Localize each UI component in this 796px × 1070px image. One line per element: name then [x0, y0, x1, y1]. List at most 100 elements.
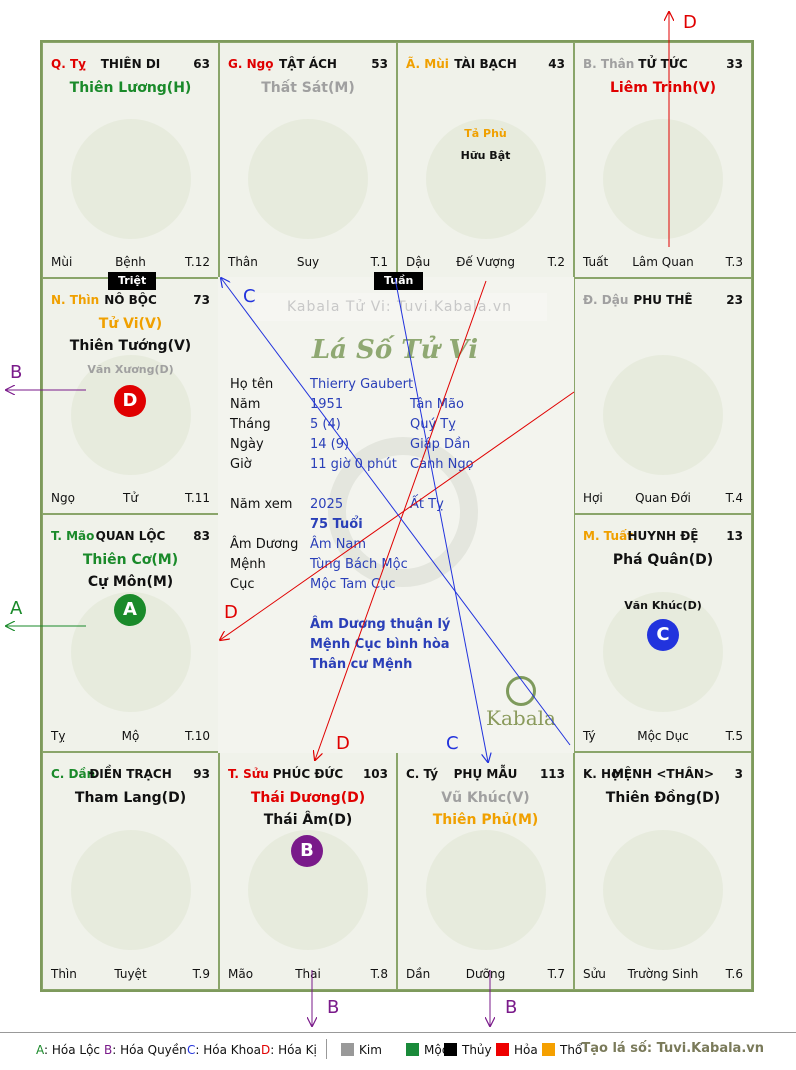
- palace-stars: Thiên Lương(H): [43, 77, 218, 99]
- center-note: Thân cư Mệnh: [310, 657, 413, 672]
- palace-number: 13: [726, 529, 743, 543]
- triet-tag: Triệt: [108, 272, 157, 290]
- palace-number: 23: [726, 293, 743, 307]
- legend-element: Mộc: [406, 1043, 448, 1057]
- palace-stars: Thái Dương(D) Thái Âm(D): [220, 787, 396, 831]
- snake-icon: [70, 118, 191, 239]
- element-name: Thổ: [560, 1043, 583, 1057]
- footer-branch: Thìn: [51, 967, 77, 981]
- footer-stage: Thai: [295, 967, 321, 981]
- color-swatch: [542, 1043, 555, 1056]
- palace-number: 73: [193, 293, 210, 307]
- arrow-label-b-left: B: [10, 362, 23, 383]
- footer-month: T.2: [547, 255, 565, 269]
- hoa-ki-arrow-bottom: [315, 280, 487, 760]
- legend-text: : Hóa Lộc: [44, 1043, 101, 1057]
- palace-name: ĐIỀN TRẠCH: [89, 767, 172, 781]
- palace-name: TỬ TỨC: [638, 57, 688, 71]
- footer-branch: Tuất: [583, 255, 609, 269]
- legend-hoa-quyen: B: Hóa Quyền: [104, 1043, 187, 1057]
- transformation-badge: C: [647, 619, 679, 651]
- info-label: Họ tên: [230, 377, 274, 392]
- footer-stage: Lâm Quan: [632, 255, 694, 269]
- star-label: Thái Dương(D): [250, 790, 366, 806]
- palace-stars: Phá Quân(D) Văn Khúc(D): [575, 549, 751, 615]
- palace-name: MỆNH <THÂN>: [611, 767, 715, 781]
- footer-stage: Mộc Dục: [637, 729, 689, 743]
- palace-name: QUAN LỘC: [95, 529, 166, 543]
- footer-month: T.11: [185, 491, 210, 505]
- star-label: Thất Sát(M): [261, 80, 355, 96]
- legend-hoa-ki: D: Hóa Kị: [261, 1043, 317, 1057]
- arrow-label-d-top: D: [683, 12, 697, 33]
- hoa-khoa-arrow-2: [394, 277, 488, 762]
- legend-element: Kim: [341, 1043, 382, 1057]
- tree-icon: [506, 676, 536, 706]
- info-label: Ngày: [230, 437, 264, 452]
- palace-number: 103: [362, 767, 388, 781]
- color-swatch: [406, 1043, 419, 1056]
- transformation-badge: A: [114, 594, 146, 626]
- palace-stars: Liêm Trinh(V): [575, 77, 751, 99]
- footer-stage: Tuyệt: [114, 967, 147, 981]
- legend: A: Hóa Lộc B: Hóa Quyền C: Hóa Khoa D: H…: [36, 1039, 776, 1061]
- info-value: 11 giờ 0 phút: [310, 457, 397, 472]
- footer-branch: Ngọ: [51, 491, 75, 505]
- horse-icon: [248, 118, 368, 239]
- footer-branch: Hợi: [583, 491, 603, 505]
- legend-divider: [326, 1039, 327, 1059]
- palace-stars: Thiên Đồng(D): [575, 787, 751, 809]
- info-can-chi: Canh Ngọ: [410, 457, 474, 472]
- goat-icon: [425, 118, 546, 239]
- footer-month: T.8: [370, 967, 388, 981]
- star-label: Thiên Lương(H): [69, 80, 192, 96]
- color-swatch: [444, 1043, 457, 1056]
- info-label: Giờ: [230, 457, 252, 472]
- palace-branch: T. Sửu: [228, 767, 269, 781]
- arrow-label-c-bottom: C: [446, 733, 459, 754]
- legend-element: Hỏa: [496, 1043, 538, 1057]
- info-label: Mệnh: [230, 557, 266, 572]
- legend-element: Thủy: [444, 1043, 492, 1057]
- star-label: Thiên Phủ(M): [432, 812, 539, 828]
- info-label: Tháng: [230, 417, 271, 432]
- info-can-chi: Giáp Dần: [410, 437, 471, 452]
- footer-month: T.10: [185, 729, 210, 743]
- palace-stars: Vũ Khúc(V)Thiên Phủ(M): [398, 787, 573, 831]
- legend-text: : Hóa Kị: [270, 1043, 317, 1057]
- legend-key: C: [187, 1043, 196, 1057]
- palace-branch: B. Thân: [583, 57, 635, 71]
- palace-number: 113: [539, 767, 565, 781]
- palace-stars: Tử Vi(V)Thiên Tướng(V)Văn Xương(D): [43, 313, 218, 379]
- footer-branch: Sửu: [583, 967, 606, 981]
- footer-stage: Mộ: [121, 729, 140, 743]
- palace-name: TẬT ÁCH: [279, 57, 337, 71]
- star-label: Văn Khúc(D): [624, 599, 702, 612]
- star-label: Hữu Bật: [460, 149, 511, 162]
- star-label: Phá Quân(D): [612, 552, 714, 568]
- star-label: Thái Âm(D): [263, 812, 353, 828]
- footer-month: T.4: [725, 491, 743, 505]
- footer-branch: Dần: [406, 967, 431, 981]
- site-credit: Tạo lá số: Tuvi.Kabala.vn: [581, 1041, 764, 1056]
- palace-number: 43: [548, 57, 565, 71]
